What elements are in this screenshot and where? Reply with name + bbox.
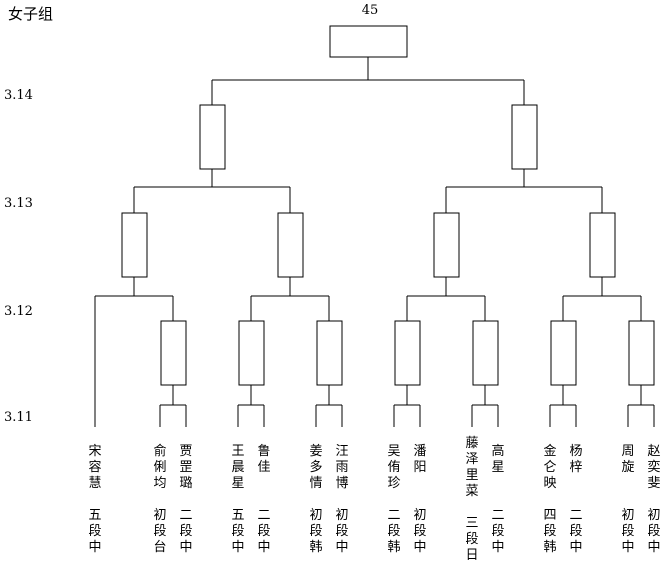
player-entry: 高 星 二段中: [491, 444, 518, 556]
quarterfinal-box: [121, 212, 148, 278]
player-entry: 周 旋 初段中: [621, 444, 648, 556]
player-entry: 潘 阳 初段中: [413, 444, 440, 556]
date-label-round-1: 3.11: [4, 410, 33, 425]
player-rank: 初段中: [335, 508, 349, 555]
round1-box: [628, 320, 655, 386]
player-rank: 初段台: [153, 508, 167, 555]
player-entry: 吴侑珍 二段韩: [387, 444, 401, 556]
date-label-round-4: 3.14: [4, 88, 33, 103]
player-entry: 宋容慧 五段中: [88, 444, 102, 556]
player-rank: 五段中: [231, 508, 245, 555]
player-rank: 二段中: [257, 508, 271, 555]
player-rank: 初段中: [621, 508, 635, 555]
player-name: 金仑映: [543, 444, 557, 491]
player-entry: 汪雨博 初段中: [335, 444, 349, 556]
player-name: 王晨星: [231, 444, 245, 491]
player-rank: 二段韩: [387, 508, 401, 555]
player-rank: 二段中: [491, 508, 505, 555]
player-name: 俞俐均: [153, 444, 167, 491]
round1-box: [160, 320, 187, 386]
player-rank: 二段中: [569, 508, 583, 555]
player-name: 汪雨博: [335, 444, 349, 491]
player-entry: 姜多情 初段韩: [309, 444, 323, 556]
player-entry: 贾罡璐 二段中: [179, 444, 193, 556]
player-entry: 俞俐均 初段台: [153, 444, 167, 556]
round1-box: [394, 320, 421, 386]
round1-box: [316, 320, 343, 386]
round1-box: [472, 320, 499, 386]
player-rank: 初段中: [413, 508, 427, 555]
player-name: 姜多情: [309, 444, 323, 491]
player-rank: 初段韩: [309, 508, 323, 555]
player-name: 赵奕斐: [647, 444, 661, 491]
semifinal-box: [199, 104, 226, 170]
player-entry: 赵奕斐 初段中: [647, 444, 661, 556]
player-rank: 二段中: [179, 508, 193, 555]
player-name: 高 星: [491, 444, 518, 475]
quarterfinal-box: [277, 212, 304, 278]
player-rank: 五段中: [88, 508, 102, 555]
participant-count: 45: [361, 3, 379, 18]
player-name: 鲁 佳: [257, 444, 284, 475]
round1-box: [238, 320, 265, 386]
date-label-round-3: 3.13: [4, 196, 33, 211]
player-name: 潘 阳: [413, 444, 440, 475]
player-name: 藤泽里菜: [465, 436, 479, 499]
semifinal-box: [511, 104, 538, 170]
player-entry: 王晨星 五段中: [231, 444, 245, 556]
final-box: [329, 25, 408, 58]
player-name: 吴侑珍: [387, 444, 401, 491]
player-rank: 初段中: [647, 508, 661, 555]
player-entry: 金仑映 四段韩: [543, 444, 557, 556]
player-rank: 三段日: [465, 516, 479, 563]
player-name: 杨 梓: [569, 444, 596, 475]
date-label-round-2: 3.12: [4, 304, 33, 319]
player-entry: 鲁 佳 二段中: [257, 444, 284, 556]
player-entry: 藤泽里菜 三段日: [465, 436, 479, 564]
player-name: 宋容慧: [88, 444, 102, 491]
player-entry: 杨 梓 二段中: [569, 444, 596, 556]
quarterfinal-box: [589, 212, 616, 278]
round1-box: [550, 320, 577, 386]
quarterfinal-box: [433, 212, 460, 278]
bracket-title: 女子组: [8, 5, 54, 23]
player-rank: 四段韩: [543, 508, 557, 555]
player-name: 周 旋: [621, 444, 648, 475]
player-name: 贾罡璐: [179, 444, 193, 491]
